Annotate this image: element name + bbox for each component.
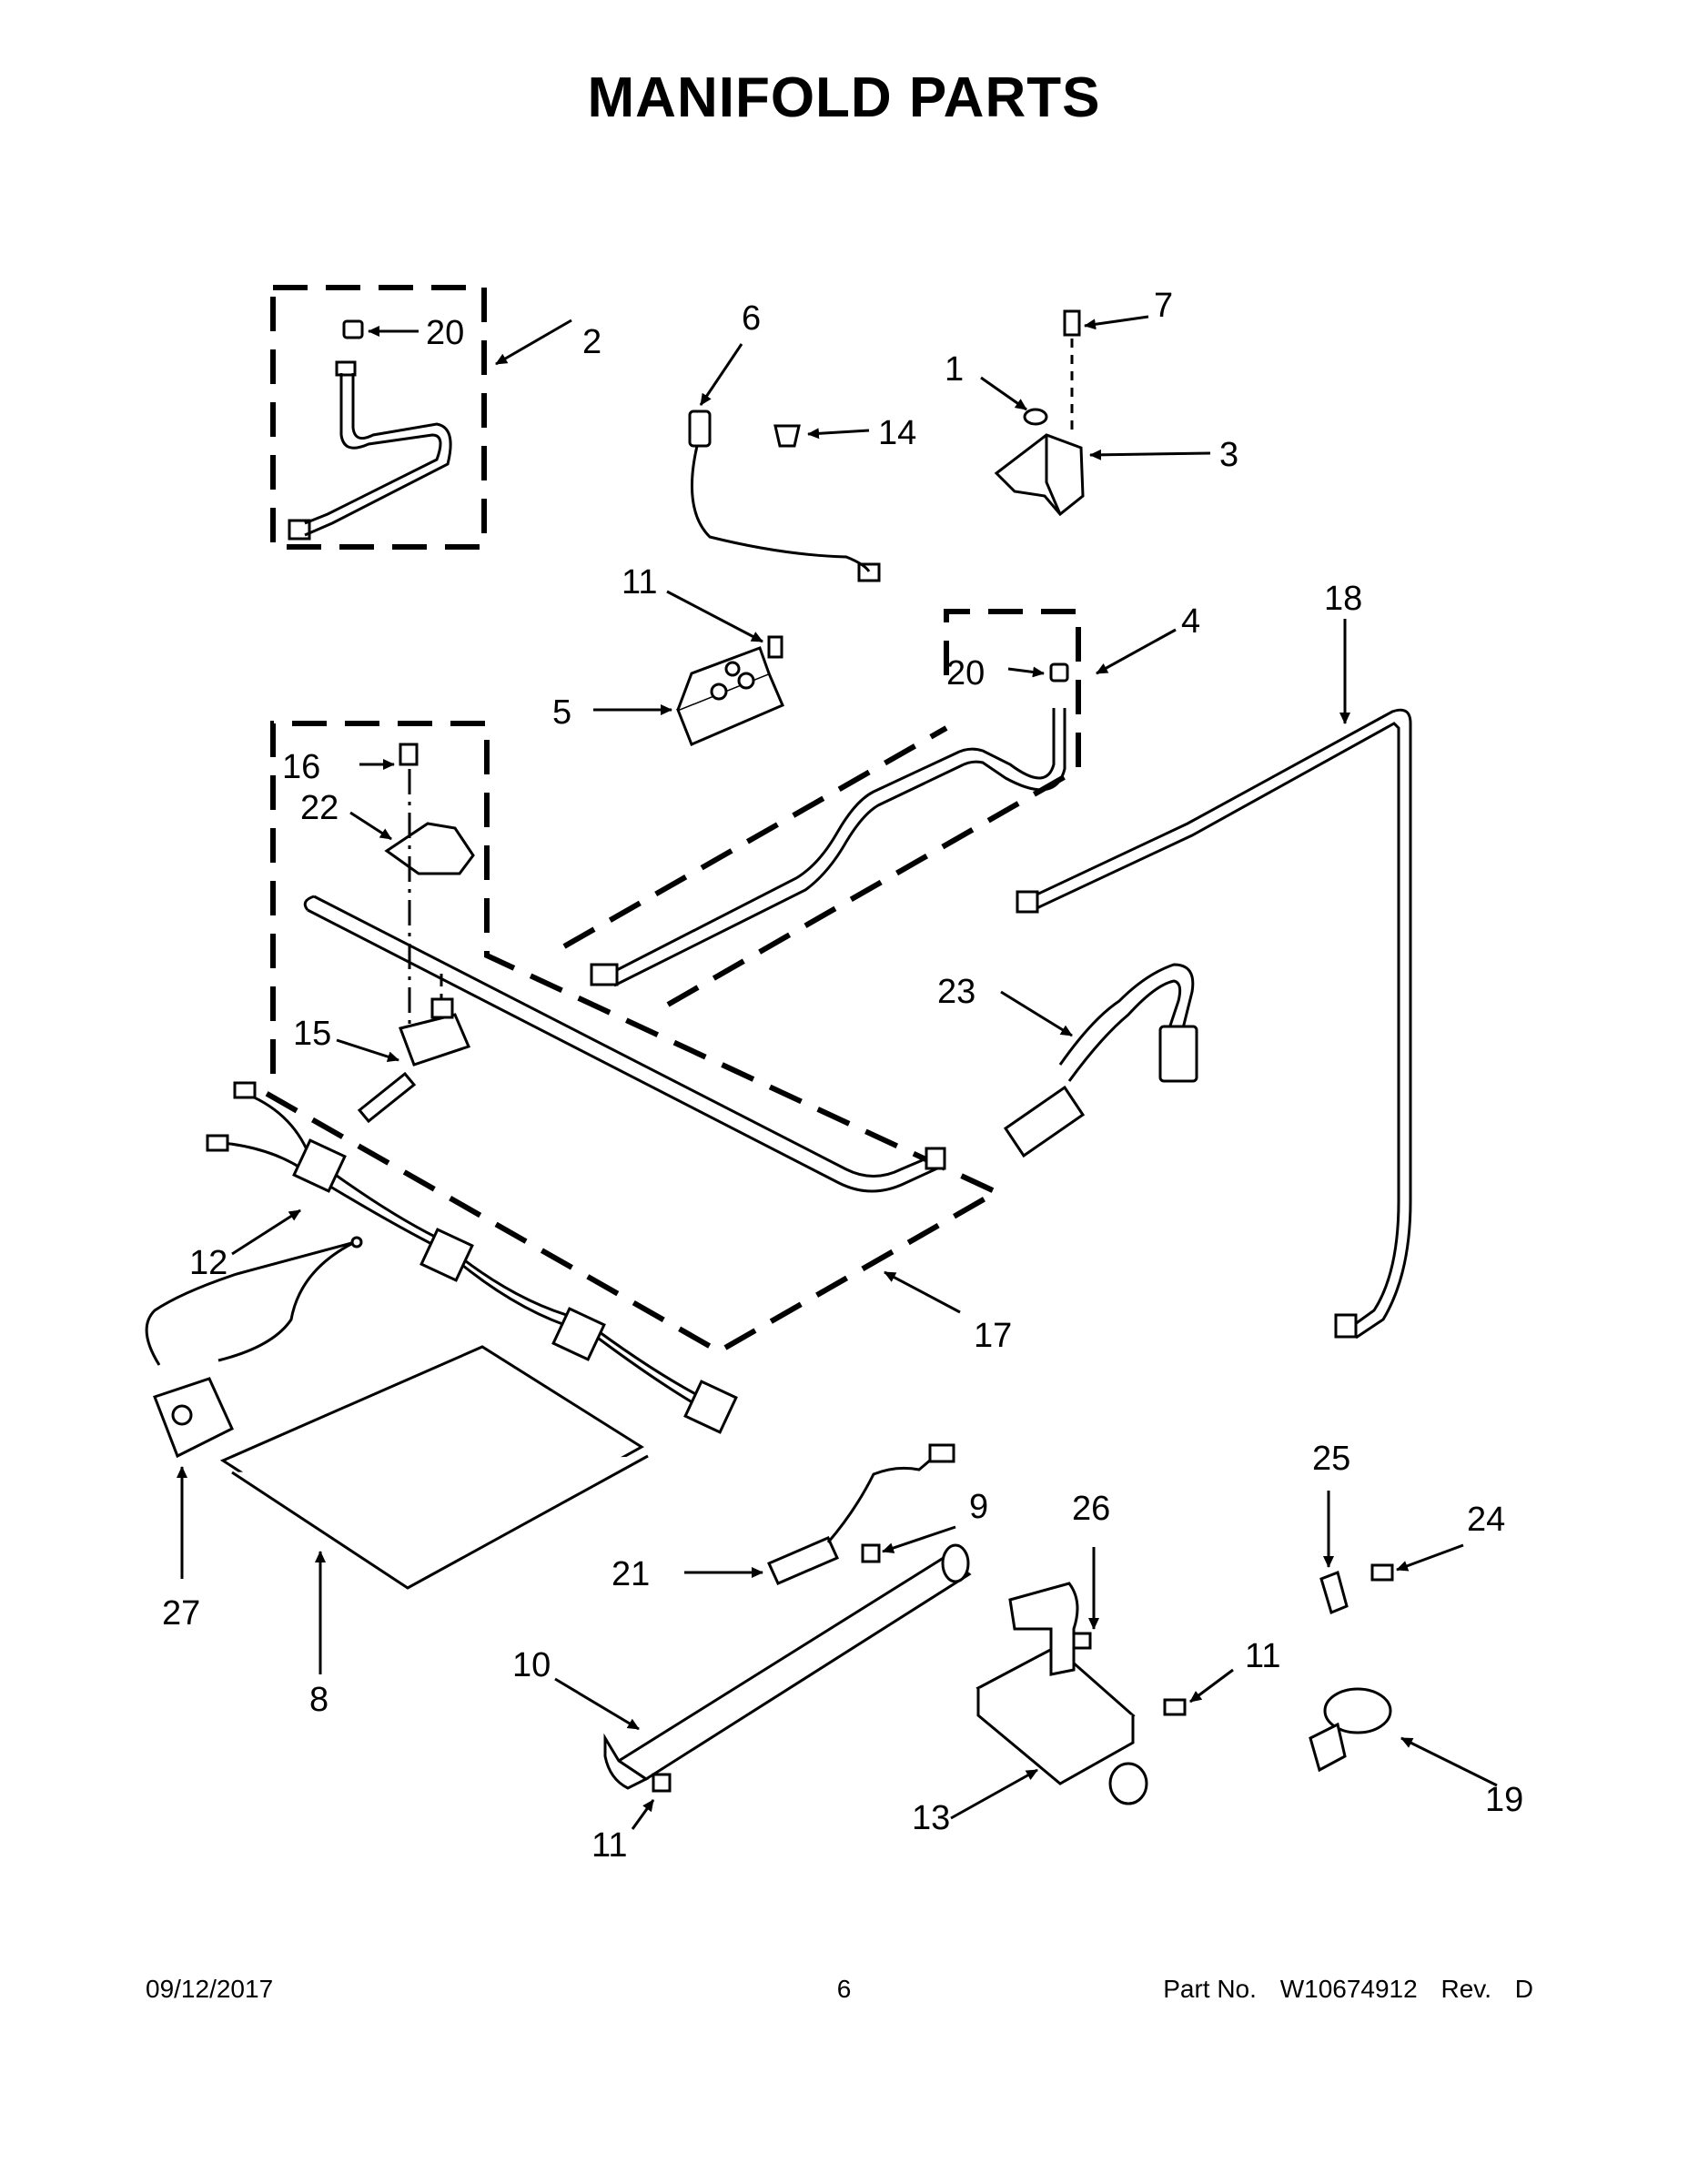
screw-part-11c [652,1773,672,1793]
screw-part-7 [1063,309,1081,337]
group-box-2 [270,285,487,550]
group-box-4 [562,609,1081,1015]
thermostat-part-27 [145,1236,363,1459]
callout-23: 23 [937,973,975,1011]
callout-7: 7 [1154,287,1173,325]
callout-24: 24 [1467,1501,1505,1539]
part-label: Part No. [1163,1975,1257,2003]
igniter-part-21 [767,1443,955,1585]
valve-part-15 [357,997,471,1124]
burner-part-10 [603,1543,972,1790]
screw-part-26 [1072,1632,1092,1650]
plate-part-8 [219,1345,649,1590]
flex-connector-part-23 [1003,963,1198,1158]
bracket-part-3 [994,433,1085,517]
callout-22: 22 [300,789,339,827]
footer-page-number: 6 [836,1975,852,2003]
ignitor-lead-part-6 [688,410,881,582]
nut-part-1 [1023,408,1048,426]
callout-3: 3 [1219,436,1238,474]
burner-base-part-13 [975,1582,1148,1805]
callout-10: 10 [512,1646,551,1684]
grommet-part-14 [773,424,801,448]
callout-6: 6 [742,299,761,338]
callout-8: 8 [309,1681,329,1719]
rev-value: D [1514,1975,1533,2003]
callout-13: 13 [912,1799,950,1837]
footer-date: 09/12/2017 [146,1975,274,2003]
screw-part-16 [399,743,419,766]
screw-part-11b [1163,1698,1187,1716]
rev-label: Rev. [1440,1975,1491,2003]
regulator-part-19 [1309,1687,1392,1773]
group-box-17 [262,721,1003,1355]
gas-tube-part-2 [288,360,452,541]
part-number: W10674912 [1279,1975,1418,2003]
screw-part-24 [1370,1563,1394,1582]
footer-part-info: Part No. W10674912 Rev. D [1147,1975,1533,2004]
bracket-part-22 [384,822,475,875]
gas-tube-part-18 [1016,708,1412,1340]
callout-11a: 11 [622,563,657,602]
callout-20b: 20 [946,654,985,693]
callout-5: 5 [552,693,571,732]
callout-4: 4 [1181,602,1200,641]
callout-11b: 11 [1245,1637,1280,1675]
callout-labels: 20 2 6 1 14 7 3 11 5 20 4 18 16 22 15 23… [162,287,1523,1865]
callout-14: 14 [878,414,916,452]
callout-15: 15 [293,1015,331,1053]
orifice-part-20a [342,319,364,339]
callout-25: 25 [1312,1440,1350,1478]
callout-26: 26 [1072,1490,1110,1528]
spark-module-part-5 [676,646,784,746]
callout-16: 16 [282,748,320,786]
gas-tube-part-4 [590,708,1066,987]
callout-18: 18 [1324,580,1362,618]
bracket-part-25 [1319,1570,1349,1615]
page-title: MANIFOLD PARTS [587,66,1101,129]
callout-27: 27 [162,1594,200,1633]
callout-19: 19 [1485,1781,1523,1819]
callout-2: 2 [582,323,601,361]
orifice-part-20b [1049,662,1069,682]
leader-arrows [177,315,1498,1830]
callout-11c: 11 [591,1826,627,1865]
callout-17: 17 [974,1317,1012,1355]
screw-part-11a [767,635,783,659]
callout-21: 21 [612,1555,650,1593]
callout-1: 1 [945,350,964,389]
screw-part-9 [861,1543,881,1563]
callout-20a: 20 [426,314,464,352]
callout-12: 12 [189,1244,227,1282]
wire-harness-part-12 [206,1081,738,1434]
callout-9: 9 [969,1488,988,1526]
gas-tube-part-17 [303,895,946,1193]
